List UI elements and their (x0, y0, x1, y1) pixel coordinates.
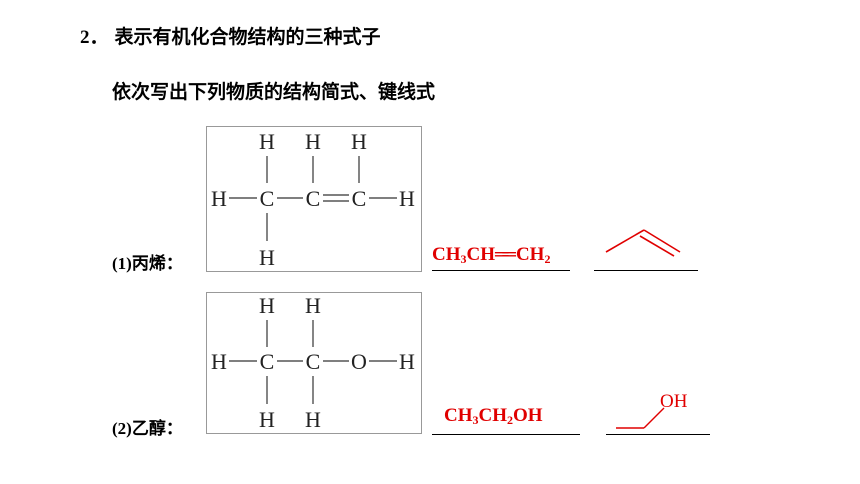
formula-part: CH (478, 405, 508, 426)
skeletal-double-bond (639, 235, 675, 257)
answer-blank-skeletal (606, 434, 710, 435)
subscript: 2 (544, 252, 551, 266)
ethanol-label: (2)乙醇： (112, 414, 183, 439)
section-number: 2． (80, 27, 109, 48)
atom-h: H (305, 293, 321, 318)
formula-part: CH (432, 244, 461, 265)
atom-h: H (211, 349, 227, 374)
answer-blank-condensed (432, 270, 570, 271)
propene-condensed-formula: CH3CH══CH2 (432, 244, 550, 267)
atom-h: H (399, 349, 415, 374)
propene-structural-formula: H H H H C C C H H (206, 126, 422, 272)
ethanol-structural-formula: H H H C C O H H H (206, 292, 422, 434)
atom-h: H (259, 245, 275, 270)
atom-h: H (259, 407, 275, 432)
ethanol-skeletal-formula: OH (616, 391, 688, 429)
hydroxyl-label: OH (660, 391, 688, 412)
atom-h: H (211, 186, 227, 211)
formula-part: CH (444, 405, 473, 426)
propene-label: (1)丙烯： (112, 249, 183, 274)
subscript: 2 (507, 413, 513, 427)
subscript: 3 (472, 413, 479, 427)
atom-c: C (306, 349, 321, 374)
double-bond-symbol: ══ (495, 244, 516, 265)
item-name: 乙醇： (131, 419, 183, 439)
atom-o: O (351, 349, 367, 374)
formula-part: OH (513, 405, 543, 426)
atom-h: H (305, 129, 321, 154)
subscript: 3 (460, 252, 467, 266)
answer-blank-skeletal (594, 270, 698, 271)
atom-h: H (351, 129, 367, 154)
skeletal-bond (643, 229, 681, 253)
atom-c: C (306, 186, 321, 211)
atom-h: H (259, 293, 275, 318)
item-number: (2) (112, 419, 132, 438)
atom-c: C (352, 186, 367, 211)
propene-structure-svg: H H H H C C C H H (211, 129, 415, 270)
answer-blank-condensed (432, 434, 580, 435)
ethanol-condensed-formula: CH3CH2OH (444, 405, 543, 428)
propene-skeletal-formula (605, 229, 681, 257)
item-name: 丙烯： (131, 254, 183, 274)
skeletal-bond (643, 407, 665, 429)
item-number: (1) (112, 254, 132, 273)
atom-h: H (399, 186, 415, 211)
formula-part: CH (466, 244, 496, 265)
instruction-text: 依次写出下列物质的结构简式、键线式 (112, 81, 436, 103)
ethanol-structure-svg: H H H C C O H H H (211, 293, 415, 432)
atom-c: C (260, 349, 275, 374)
section-heading: 2．表示有机化合物结构的三种式子 (80, 22, 381, 49)
section-title: 表示有机化合物结构的三种式子 (114, 26, 381, 48)
skeletal-bond (605, 229, 645, 253)
atom-h: H (305, 407, 321, 432)
atom-c: C (260, 186, 275, 211)
formula-part: CH (515, 244, 545, 265)
atom-h: H (259, 129, 275, 154)
